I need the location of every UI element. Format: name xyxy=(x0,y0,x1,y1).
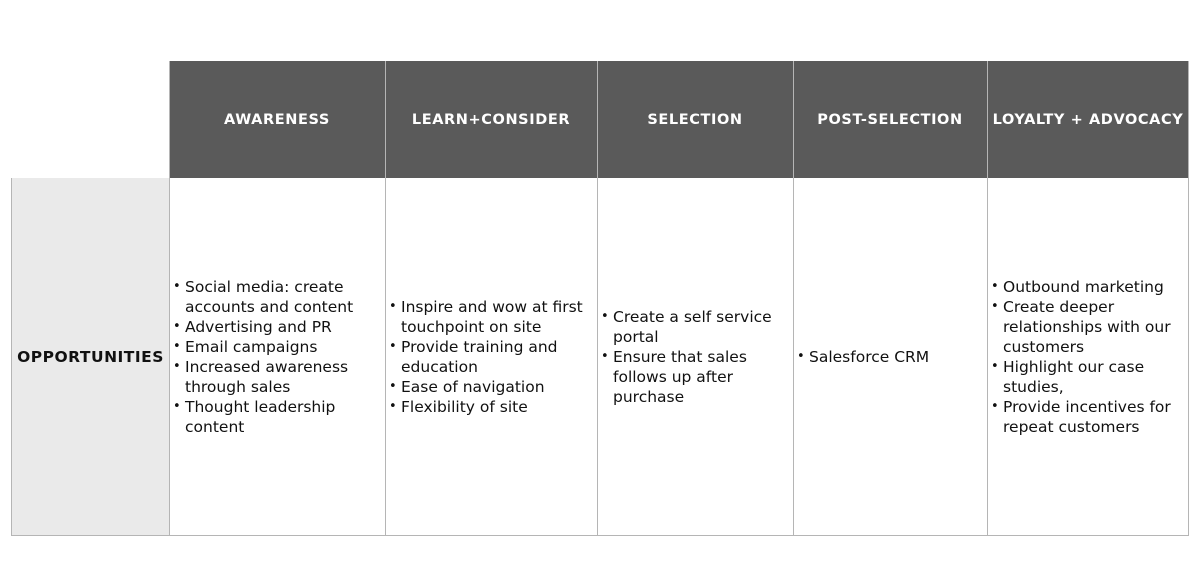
selection-list: Create a self service portal Ensure that… xyxy=(601,307,791,407)
list-item: Outbound marketing xyxy=(991,277,1187,297)
list-item: Advertising and PR xyxy=(173,317,383,337)
column-divider xyxy=(385,61,386,536)
list-item: Provide training and education xyxy=(389,337,595,377)
learn-consider-list: Inspire and wow at first touchpoint on s… xyxy=(389,297,595,417)
list-item: Create a self service portal xyxy=(601,307,791,347)
cell-learn-consider: Inspire and wow at first touchpoint on s… xyxy=(385,178,597,535)
row-label-opportunities: OPPORTUNITIES xyxy=(17,347,164,366)
list-item: Ensure that sales follows up after purch… xyxy=(601,347,791,407)
list-item: Provide incentives for repeat customers xyxy=(991,397,1187,437)
list-item: Salesforce CRM xyxy=(797,347,929,367)
column-divider xyxy=(987,61,988,536)
stage-header-learn-consider: LEARN+CONSIDER xyxy=(411,111,571,128)
cell-post-selection: Salesforce CRM xyxy=(793,178,987,535)
column-divider xyxy=(169,61,170,536)
stage-header-awareness: AWARENESS xyxy=(224,111,330,128)
loyalty-advocacy-list: Outbound marketing Create deeper relatio… xyxy=(991,277,1187,437)
cell-awareness: Social media: create accounts and conten… xyxy=(169,178,385,535)
opportunities-row: Social media: create accounts and conten… xyxy=(169,178,1189,536)
list-item: Ease of navigation xyxy=(389,377,595,397)
column-divider xyxy=(597,61,598,536)
stage-header-row: AWARENESS LEARN+CONSIDER SELECTION POST-… xyxy=(169,61,1189,178)
list-item: Create deeper relationships with our cus… xyxy=(991,297,1187,357)
cell-loyalty-advocacy: Outbound marketing Create deeper relatio… xyxy=(987,178,1189,535)
list-item: Inspire and wow at first touchpoint on s… xyxy=(389,297,595,337)
stage-header-selection: SELECTION xyxy=(647,111,743,128)
awareness-list: Social media: create accounts and conten… xyxy=(173,277,383,437)
column-divider xyxy=(1188,61,1189,536)
post-selection-list: Salesforce CRM xyxy=(797,347,929,367)
list-item: Social media: create accounts and conten… xyxy=(173,277,383,317)
list-item: Email campaigns xyxy=(173,337,383,357)
list-item: Highlight our case studies, xyxy=(991,357,1187,397)
cell-selection: Create a self service portal Ensure that… xyxy=(597,178,793,535)
column-divider xyxy=(793,61,794,536)
list-item: Increased awareness through sales xyxy=(173,357,383,397)
stage-header-post-selection: POST-SELECTION xyxy=(817,111,963,128)
list-item: Flexibility of site xyxy=(389,397,595,417)
list-item: Thought leadership content xyxy=(173,397,383,437)
stage-header-loyalty-advocacy: LOYALTY + ADVOCACY xyxy=(992,111,1184,128)
row-label-cell: OPPORTUNITIES xyxy=(11,178,169,536)
